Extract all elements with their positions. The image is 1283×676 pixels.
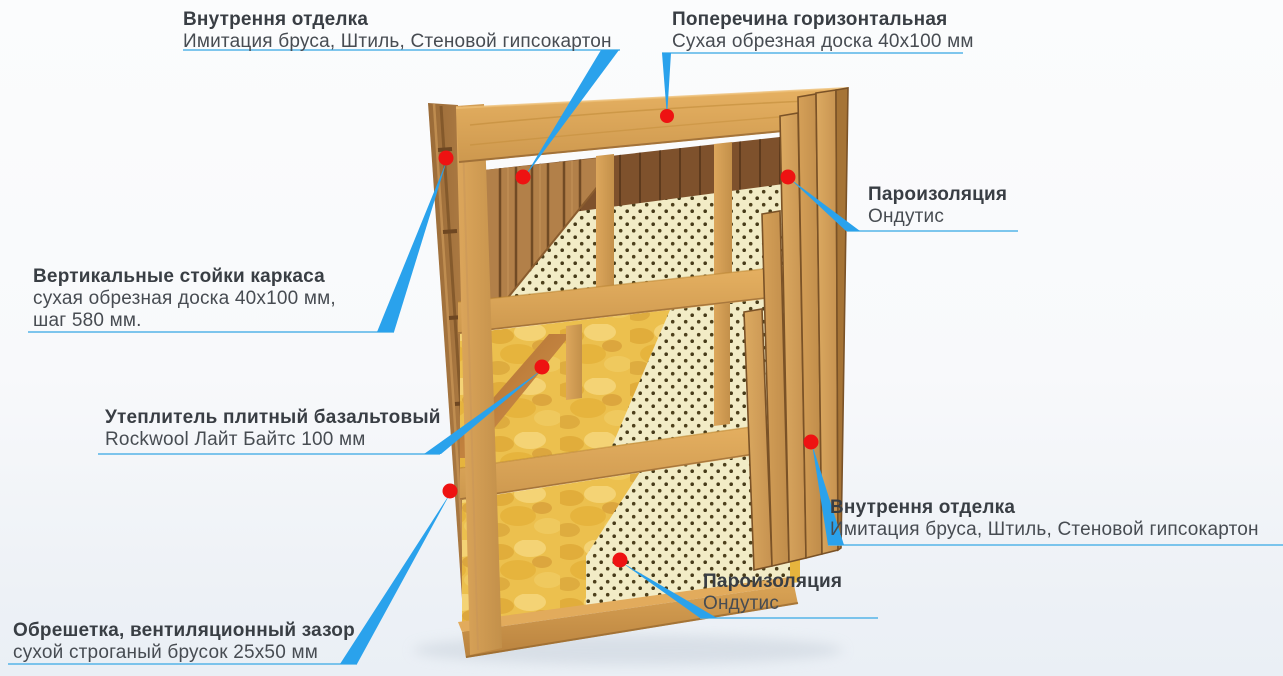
label-title: Утеплитель плитный базальтовый bbox=[105, 407, 441, 428]
marker-dot bbox=[780, 169, 796, 185]
left-frame-stud bbox=[456, 104, 502, 655]
callout-label-battens: Обрешетка, вентиляционный зазор сухой ст… bbox=[13, 620, 355, 664]
bottom-plate bbox=[458, 577, 799, 658]
vertical-stud bbox=[714, 142, 732, 276]
vapor-barrier-panel-lower bbox=[586, 450, 790, 610]
callout-pointer bbox=[812, 444, 844, 545]
callout-label-vapor-barrier-bottom: Пароизоляция Ондутис bbox=[703, 571, 842, 615]
label-desc: сухой строганый брусок 25х50 мм bbox=[13, 642, 318, 663]
callout-label-insulation: Утеплитель плитный базальтовый Rockwool … bbox=[105, 407, 441, 451]
lower-crossbar bbox=[459, 419, 801, 500]
callout-pointer bbox=[662, 53, 671, 117]
label-desc: сухая обрезная доска 40х100 мм, bbox=[33, 288, 336, 309]
callout-pointer bbox=[424, 369, 543, 454]
callout-lines bbox=[8, 49, 1283, 665]
label-title: Пароизоляция bbox=[868, 184, 1008, 205]
callout-label-interior-finish-top: Внутрення отделка Имитация бруса, Штиль,… bbox=[183, 9, 612, 53]
label-title: Пароизоляция bbox=[703, 571, 843, 592]
callout-pointer bbox=[377, 160, 447, 332]
callout-label-vapor-barrier-right: Пароизоляция Ондутис bbox=[868, 184, 1007, 228]
label-desc: Имитация бруса, Штиль, Стеновой гипсокар… bbox=[183, 31, 612, 52]
callout-pointer bbox=[340, 492, 451, 664]
label-desc: Сухая обрезная доска 40х100 мм bbox=[672, 31, 974, 52]
label-title: Внутрення отделка bbox=[830, 497, 1016, 518]
label-desc: Ондутис bbox=[703, 593, 780, 614]
label-title: Обрешетка, вентиляционный зазор bbox=[13, 620, 355, 641]
vertical-stud bbox=[596, 154, 614, 289]
marker-dot bbox=[803, 434, 819, 450]
middle-crossbar bbox=[457, 264, 801, 334]
callout-pointer bbox=[621, 562, 717, 618]
insulation-band-lower bbox=[462, 448, 800, 628]
marker-dot bbox=[612, 552, 628, 568]
label-title: Вертикальные стойки каркаса bbox=[33, 266, 325, 287]
callout-label-vertical-studs: Вертикальные стойки каркаса сухая обрезн… bbox=[33, 266, 336, 332]
callout-label-horizontal-crossbar: Поперечина горизонтальная Сухая обрезная… bbox=[672, 9, 974, 53]
label-desc: Имитация бруса, Штиль, Стеновой гипсокар… bbox=[830, 519, 1259, 540]
label-desc: Rockwool Лайт Байтс 100 мм bbox=[105, 429, 366, 450]
label-desc: шаг 580 мм. bbox=[33, 310, 142, 331]
marker-dot bbox=[515, 169, 531, 185]
callout-label-interior-finish-right: Внутрення отделка Имитация бруса, Штиль,… bbox=[830, 497, 1259, 541]
marker-dot bbox=[534, 359, 550, 375]
label-title: Поперечина горизонтальная bbox=[672, 9, 948, 30]
stud-segment bbox=[714, 296, 730, 426]
callout-pointer bbox=[524, 50, 619, 178]
marker-dot bbox=[442, 483, 458, 499]
callout-pointer bbox=[789, 178, 860, 231]
stud-segment bbox=[566, 324, 582, 400]
label-desc: Ондутис bbox=[868, 206, 945, 227]
marker-dot bbox=[660, 109, 674, 123]
label-title: Внутрення отделка bbox=[183, 9, 369, 30]
battens-side-edge bbox=[835, 87, 849, 552]
marker-dot bbox=[438, 150, 454, 166]
